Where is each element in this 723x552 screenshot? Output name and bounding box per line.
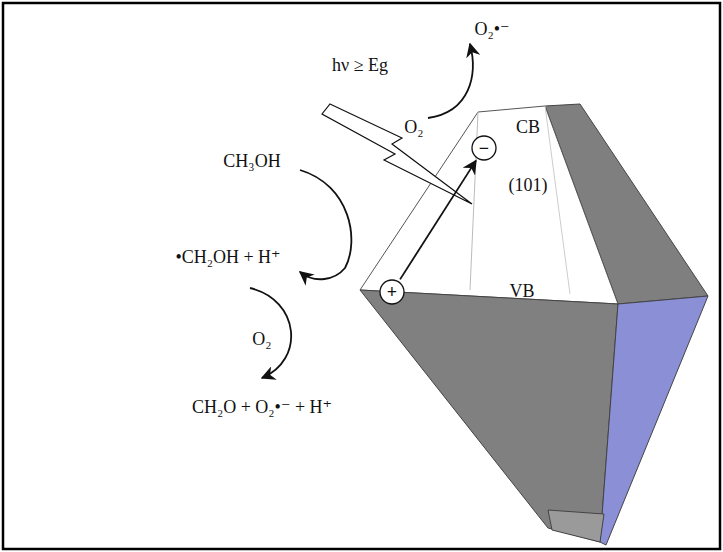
formula-label: (101)	[509, 176, 548, 196]
bottom-face	[548, 510, 604, 542]
oxygen-arrow	[250, 288, 291, 378]
charge-sign: −	[471, 135, 497, 161]
formula-label: O₂	[252, 330, 271, 350]
lower-front-face	[360, 290, 618, 542]
formula-label: CH₃OH	[223, 152, 280, 172]
front-101-face	[360, 106, 618, 304]
excitation-arrow	[400, 161, 476, 280]
reduction-arrow	[428, 44, 473, 118]
lower-right-face	[600, 296, 708, 545]
frame	[3, 3, 720, 549]
charge-circle: −	[471, 135, 497, 161]
formula-label: CB	[516, 118, 540, 138]
formula-label: O₂	[404, 118, 423, 138]
circle-shape	[472, 136, 496, 160]
formula-label: hν ≥ Eg	[332, 56, 388, 76]
circle-shape	[380, 280, 404, 304]
light-bolt	[322, 104, 472, 204]
charge-circle: +	[379, 279, 405, 305]
formula-label: VB	[509, 282, 534, 302]
hidden-edge	[545, 106, 570, 294]
charge-sign: +	[379, 279, 405, 305]
oxidation-arrow	[300, 170, 351, 279]
formula-label: •CH₂OH + H⁺	[175, 248, 280, 268]
formula-label: CH₂O + O₂•⁻ + H⁺	[192, 398, 332, 418]
formula-label: O₂•⁻	[474, 20, 509, 40]
